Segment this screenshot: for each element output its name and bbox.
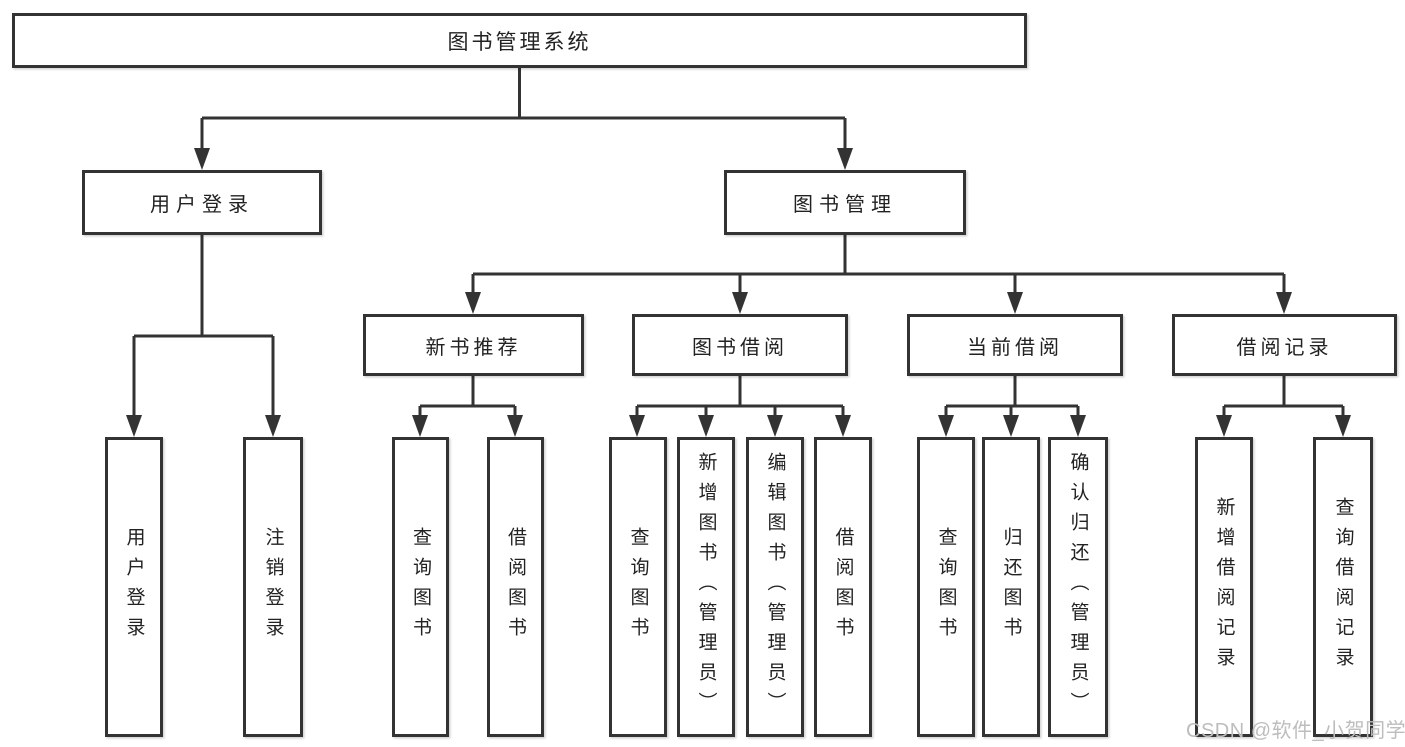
csdn-watermark: CSDN @软件_小贺同学 <box>1186 720 1405 742</box>
leaf-newbooks-query-label: 查询图书 <box>410 527 431 647</box>
leaf-borrow-edit-admin-label: 编辑图书（管理员） <box>764 452 786 722</box>
node-new-book-recommend-label: 新书推荐 <box>425 336 522 359</box>
leaf-records-query-label: 查询借阅记录 <box>1332 497 1354 677</box>
leaf-borrow-borrow: 借阅图书 <box>814 437 872 737</box>
leaf-borrow-query: 查询图书 <box>609 437 667 737</box>
leaf-user-login: 用户登录 <box>105 437 163 737</box>
leaf-current-query: 查询图书 <box>917 437 975 737</box>
leaf-borrow-edit-admin: 编辑图书（管理员） <box>746 437 804 737</box>
node-borrowing-records-label: 借阅记录 <box>1236 336 1333 359</box>
leaf-current-confirm-return-admin: 确认归还（管理员） <box>1048 437 1108 737</box>
leaf-logout: 注销登录 <box>243 437 303 737</box>
node-user-login-label: 用户登录 <box>150 194 254 216</box>
node-borrowing-records: 借阅记录 <box>1172 314 1397 376</box>
node-root-label: 图书管理系统 <box>447 30 592 54</box>
leaf-records-add-label: 新增借阅记录 <box>1213 497 1235 677</box>
arrowheads <box>126 148 1351 437</box>
leaf-borrow-add-admin: 新增图书（管理员） <box>677 437 735 737</box>
leaf-newbooks-query: 查询图书 <box>392 437 449 737</box>
leaf-current-query-label: 查询图书 <box>935 527 957 647</box>
node-book-management-label: 图书管理 <box>793 194 897 216</box>
node-new-book-recommend: 新书推荐 <box>363 314 584 376</box>
leaf-logout-label: 注销登录 <box>262 527 284 647</box>
leaf-records-query: 查询借阅记录 <box>1313 437 1373 737</box>
node-root: 图书管理系统 <box>12 13 1027 68</box>
node-book-borrowing: 图书借阅 <box>632 314 848 376</box>
leaf-borrow-query-label: 查询图书 <box>627 527 649 647</box>
leaf-borrow-add-admin-label: 新增图书（管理员） <box>695 452 717 722</box>
leaf-newbooks-borrow-label: 借阅图书 <box>505 527 526 647</box>
leaf-current-return: 归还图书 <box>982 437 1040 737</box>
node-book-borrowing-label: 图书借阅 <box>692 336 788 359</box>
node-book-management: 图书管理 <box>724 170 966 235</box>
leaf-newbooks-borrow: 借阅图书 <box>487 437 544 737</box>
tree-edges <box>132 68 1345 421</box>
leaf-records-add: 新增借阅记录 <box>1195 437 1253 737</box>
leaf-current-return-label: 归还图书 <box>1000 527 1022 647</box>
leaf-borrow-borrow-label: 借阅图书 <box>832 527 854 647</box>
leaf-user-login-label: 用户登录 <box>123 527 145 647</box>
node-user-login: 用户登录 <box>82 170 322 235</box>
node-current-borrowing: 当前借阅 <box>907 314 1123 376</box>
node-current-borrowing-label: 当前借阅 <box>967 336 1063 359</box>
leaf-current-confirm-return-admin-label: 确认归还（管理员） <box>1067 452 1089 722</box>
